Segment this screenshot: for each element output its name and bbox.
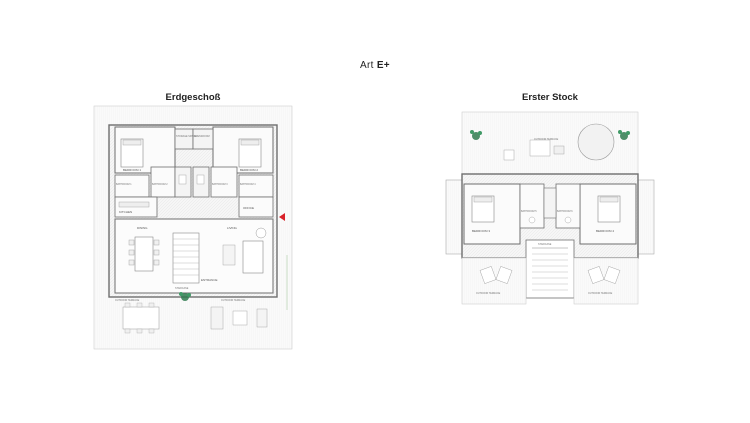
entrance-marker-icon — [279, 213, 285, 221]
label-bathroom2: BATHROOM 2 — [152, 183, 168, 186]
label-bathroom5: BATHROOM 5 — [521, 210, 537, 213]
first-floor-title: Erster Stock — [522, 92, 578, 103]
ground-floor-title: Erdgeschoß — [165, 92, 221, 103]
plant-icon — [179, 292, 191, 301]
label-terrace-top: OUTDOOR TERRACE — [534, 138, 559, 141]
label-dining: DINING — [137, 226, 148, 230]
ground-floor-plan: STORAGE SPACE DRESSROOM BEDROOM 1 BEDROO… — [93, 105, 293, 350]
label-bedroom2: BEDROOM 2 — [240, 168, 258, 172]
art-value: E+ — [376, 60, 390, 71]
label-terrace-left-gf: OUTDOOR TERRACE — [115, 299, 140, 302]
label-dressroom: DRESSROOM — [194, 135, 210, 138]
plant-icon — [618, 130, 630, 140]
label-bathroom3: BATHROOM 3 — [212, 183, 228, 186]
label-office: OFFICE — [243, 206, 254, 210]
plant-icon — [470, 130, 482, 140]
label-storage: STORAGE SPACE — [176, 135, 197, 138]
label-bedroom3: BEDROOM 3 — [472, 229, 490, 233]
label-bathroom6: BATHROOM 6 — [557, 210, 573, 213]
label-terrace-right-ff: OUTDOOR TERRACE — [588, 292, 613, 295]
art-prefix: Art — [360, 60, 374, 71]
label-kitchen: KITCHEN — [119, 210, 132, 214]
label-staircase-ff: STAIRCASE — [538, 243, 552, 246]
label-staircase-gf: STAIRCASE — [175, 287, 189, 290]
label-terrace-right-gf: OUTDOOR TERRACE — [221, 299, 246, 302]
label-bathroom4: BATHROOM 4 — [240, 183, 256, 186]
label-terrace-left-ff: OUTDOOR TERRACE — [476, 292, 501, 295]
label-entrance: ENTRANCE — [201, 278, 218, 282]
label-bedroom4: BEDROOM 4 — [596, 229, 614, 233]
page-title: Art E+ — [0, 60, 750, 71]
label-bathroom1: BATHROOM 1 — [116, 183, 132, 186]
first-floor-plan: OUTDOOR TERRACE BEDROOM 3 BEDROOM 4 BATH… — [445, 111, 655, 305]
label-living: LIVING — [227, 226, 238, 230]
label-bedroom1: BEDROOM 1 — [123, 168, 141, 172]
